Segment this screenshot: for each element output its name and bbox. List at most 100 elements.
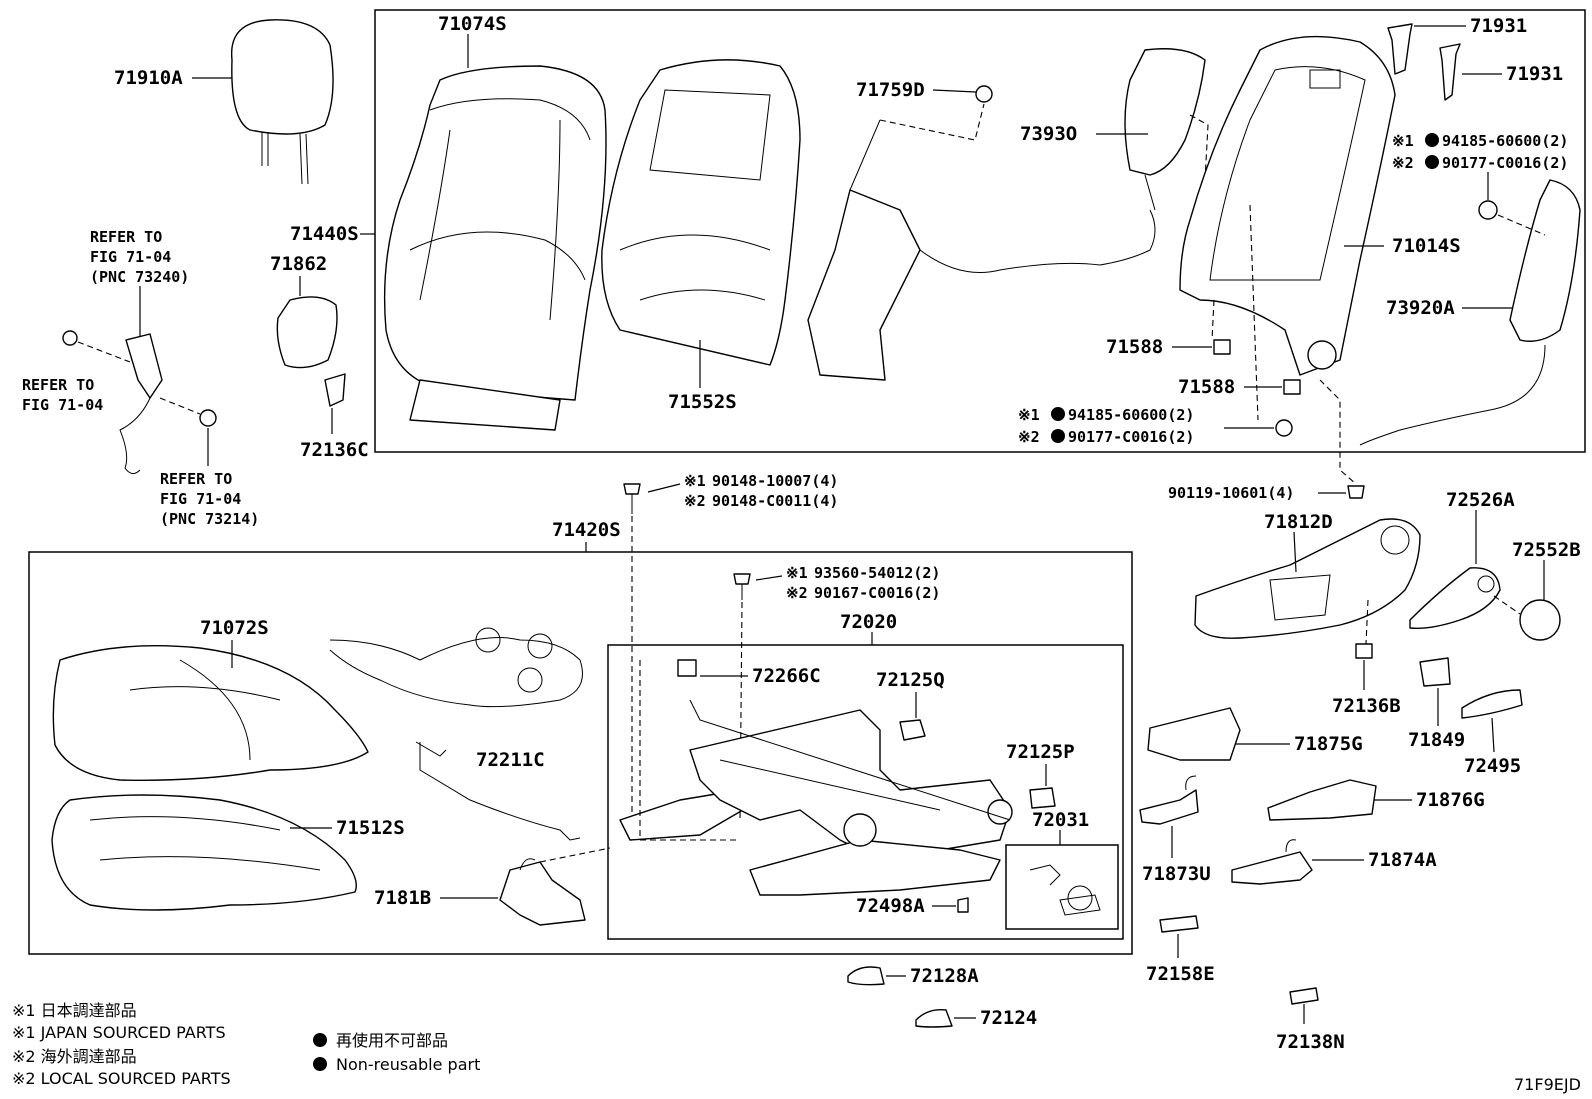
label-cover-back: 71074S: [438, 13, 507, 35]
label-bracket: 7181B: [374, 887, 431, 909]
back-frame-drawing: [1179, 35, 1396, 376]
lock-q-icon: [899, 719, 926, 741]
label-cover-875: 71875G: [1294, 733, 1363, 755]
marker-nut-lower-2: ※2: [1018, 428, 1040, 446]
label-cover-495: 72495: [1464, 755, 1521, 777]
label-airbag-right: 73920A: [1386, 297, 1455, 319]
non-reusable-dot: [1051, 407, 1065, 421]
label-nut-lower-2: 90177-C0016(2): [1068, 428, 1194, 446]
lower-group-box: [28, 551, 1133, 955]
seat-belt-buckle-drawing: [62, 330, 217, 474]
cover-124-icon: [915, 1009, 953, 1028]
marker-bolt-1a: ※1: [684, 472, 706, 490]
label-cover-clip: 72266C: [752, 665, 821, 687]
diagram-code: 71F9EJD: [1514, 1075, 1581, 1094]
side-airbag-right-drawing: [1359, 179, 1581, 446]
hinge-cover-drawing: [276, 296, 346, 407]
non-reusable-dot: [1425, 133, 1439, 147]
bracket-drawing: [499, 858, 586, 926]
label-cushion-pad: 71512S: [336, 817, 405, 839]
label-cover-873: 71873U: [1142, 863, 1211, 885]
marker-bolt-1b: ※2: [684, 492, 706, 510]
legend-line-2: ※1 JAPAN SOURCED PARTS: [12, 1023, 226, 1042]
label-clip-c: 72136C: [300, 439, 369, 461]
label-clip-1: 71588: [1106, 336, 1163, 358]
label-lock-q: 72125Q: [876, 669, 945, 691]
legend-dot-2: [313, 1057, 327, 1071]
legend-line-4: ※2 LOCAL SOURCED PARTS: [12, 1069, 231, 1088]
label-headrest: 71910A: [114, 67, 183, 89]
cover-128-icon: [847, 966, 885, 986]
ref3-line1: REFER TO: [160, 470, 232, 488]
label-hinge-cover: 71862: [270, 253, 327, 275]
cover-498-icon: [957, 897, 969, 913]
hook-upper-drawing: [1387, 23, 1461, 101]
non-reusable-dot: [1051, 429, 1065, 443]
cover-138-icon: [1289, 987, 1319, 1005]
non-reusable-dot: [1425, 155, 1439, 169]
ref3-line3: (PNC 73214): [160, 510, 259, 528]
label-pad-back: 71552S: [668, 391, 737, 413]
label-bolt-3b: 90167-C0016(2): [814, 584, 940, 602]
marker-nut-right-2: ※2: [1392, 154, 1414, 172]
label-nut-right-1: 94185-60600(2): [1442, 132, 1568, 150]
ref1-line2: FIG 71-04: [90, 248, 171, 266]
cover-158-icon: [1159, 915, 1199, 933]
label-cover-158: 72158E: [1146, 963, 1215, 985]
label-clip-2: 71588: [1178, 376, 1235, 398]
headrest-drawing: [230, 19, 334, 185]
cover-875-drawing: [1147, 707, 1241, 761]
label-cover-128: 72128A: [910, 965, 979, 987]
label-cover-874: 71874A: [1368, 849, 1437, 871]
marker-bolt-3a: ※1: [786, 564, 808, 582]
clip-icon: [1213, 339, 1231, 355]
label-back-frame: 71014S: [1392, 235, 1461, 257]
cover-495-icon: [1461, 689, 1523, 719]
side-airbag-left-drawing: [1124, 48, 1206, 211]
label-cover-138: 72138N: [1276, 1031, 1345, 1053]
ref3-line2: FIG 71-04: [160, 490, 241, 508]
cover-clip-icon: [677, 659, 697, 677]
marker-nut-lower-1: ※1: [1018, 406, 1040, 424]
label-spacer: 71849: [1408, 729, 1465, 751]
wire-hook-drawing: [415, 741, 447, 757]
label-cushion-cover: 71072S: [200, 617, 269, 639]
label-knob: 72526A: [1446, 489, 1515, 511]
label-cap: 72552B: [1512, 539, 1581, 561]
ref2-line1: REFER TO: [22, 376, 94, 394]
bolt-drawing: [623, 483, 641, 514]
cover-873-hook: [1185, 775, 1197, 791]
legend-line-5: 再使用不可部品: [336, 1031, 448, 1050]
clip-icon: [1283, 379, 1301, 395]
clip-b-icon: [1355, 643, 1373, 659]
reclining-group-box: [1005, 844, 1119, 930]
cover-874-drawing: [1231, 851, 1313, 885]
seatback-cover-drawing: [383, 65, 607, 431]
label-lower-group: 71420S: [552, 519, 621, 541]
legend-dot-1: [313, 1033, 327, 1047]
label-cover-498: 72498A: [856, 895, 925, 917]
adjuster-group-box: [607, 644, 1124, 940]
legend-line-1: ※1 日本調達部品: [12, 1001, 137, 1020]
label-cover-876: 71876G: [1416, 789, 1485, 811]
label-upper-group: 71440S: [290, 223, 359, 245]
cover-874-hook: [1285, 839, 1297, 853]
spring-assembly-drawing: [329, 627, 583, 708]
legend-line-3: ※2 海外調達部品: [12, 1047, 137, 1066]
wire-drawing: [419, 742, 581, 841]
ref1-line3: (PNC 73240): [90, 268, 189, 286]
label-clip-b: 72136B: [1332, 695, 1401, 717]
marker-nut-right-1: ※1: [1392, 132, 1414, 150]
label-adjuster: 72020: [840, 611, 897, 633]
ref1-line1: REFER TO: [90, 228, 162, 246]
recliner-knob-drawing: [1409, 567, 1501, 630]
bolt-small-drawing: [733, 573, 751, 600]
label-reclining: 72031: [1032, 809, 1089, 831]
label-nut-right-2: 90177-C0016(2): [1442, 154, 1568, 172]
label-nut-lower-1: 94185-60600(2): [1068, 406, 1194, 424]
label-bolt-1a: 90148-10007(4): [712, 472, 838, 490]
label-airbag-left: 7393O: [1020, 123, 1077, 145]
lumbar-drawing: [807, 85, 1156, 381]
lock-p-icon: [1029, 787, 1056, 809]
